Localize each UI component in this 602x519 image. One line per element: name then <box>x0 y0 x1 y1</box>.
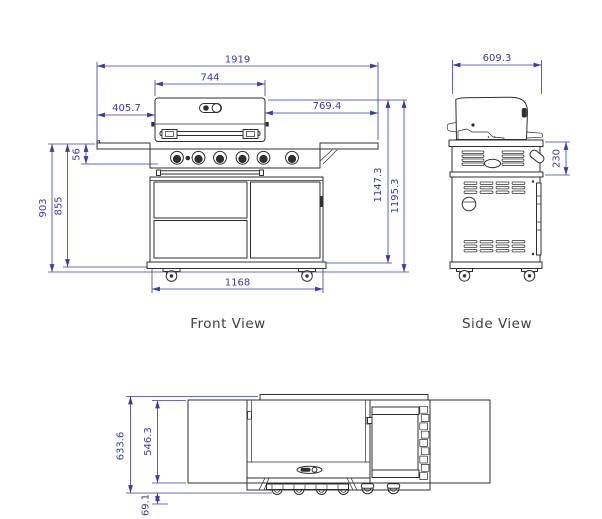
burner-knobs <box>170 150 299 165</box>
side-cabinet <box>449 176 543 269</box>
caster-left <box>162 268 181 282</box>
burner-knob <box>191 150 206 165</box>
top-knobs <box>271 483 401 495</box>
dim-overall-depth: 609.3 <box>452 53 542 68</box>
dim-overall-depth-label: 609.3 <box>483 53 512 64</box>
thermometer <box>199 103 222 113</box>
side-burner-knob <box>285 150 299 165</box>
dim-body-height-label: 1147.3 <box>373 168 384 203</box>
dim-cabinet-height-label: 855 <box>54 196 65 215</box>
dim-overall-width: 1919 <box>96 55 379 69</box>
top-hood-handle <box>296 465 323 474</box>
front-view-label: Front View <box>190 316 265 332</box>
side-firebox <box>449 146 545 178</box>
cabinet <box>146 176 327 269</box>
drawer-bottom <box>153 220 248 259</box>
dim-working-height-label: 903 <box>38 198 49 217</box>
side-view-label: Side View <box>462 316 532 332</box>
dim-cabinet-height: 855 <box>54 143 70 268</box>
side-hood-handle <box>446 122 457 133</box>
burner-knob <box>170 150 184 165</box>
hood-hinge-left <box>151 122 155 127</box>
cabinet-door <box>250 181 321 259</box>
dim-top-overall-depth: 633.6 <box>116 396 133 494</box>
top-knob <box>293 489 305 495</box>
dim-left-shelf-width-label: 405.7 <box>112 103 141 114</box>
top-knob <box>338 489 349 495</box>
dim-cart-width: 1168 <box>151 278 324 292</box>
side-hood-hinge-arm <box>526 131 544 139</box>
hood-hinge-right <box>265 122 269 127</box>
dim-top-body-depth-label: 546.3 <box>143 427 154 456</box>
dim-working-height: 903 <box>38 143 55 273</box>
side-knob <box>529 149 545 164</box>
burner-knob <box>213 150 227 165</box>
dim-right-section-width-label: 769.4 <box>313 101 342 112</box>
dim-firebox-height-label: 230 <box>552 149 563 168</box>
side-caster-front <box>456 268 473 282</box>
upper-vents <box>463 181 526 194</box>
dim-top-body-depth: 546.3 <box>143 400 160 484</box>
side-view: 609.3 230 Side View <box>446 53 570 332</box>
lower-vents <box>463 240 526 253</box>
grill-hood <box>151 97 269 142</box>
dim-top-overall-depth-label: 633.6 <box>116 432 127 461</box>
top-hood <box>246 399 371 479</box>
dim-cart-width-label: 1168 <box>225 278 250 289</box>
top-side-burner-knob <box>386 483 401 495</box>
drawer-top <box>153 181 248 219</box>
dim-shelf-lip-height-label: 56 <box>72 148 83 161</box>
hood-body <box>154 97 266 142</box>
right-shelf <box>319 142 379 150</box>
dim-body-height: 1147.3 <box>373 99 391 264</box>
dim-knob-protrusion-label: 69.1 <box>141 494 152 516</box>
hinge-pin <box>521 108 527 118</box>
base-frame <box>146 261 327 269</box>
front-view: 1919 744 405.7 769.4 56 903 <box>38 55 409 332</box>
firebox-vents <box>461 150 525 166</box>
dim-right-section-width: 769.4 <box>264 101 379 116</box>
door-hinge-strip <box>536 182 542 256</box>
firebox-oval-cutout <box>484 158 501 169</box>
top-knob <box>271 489 283 495</box>
right-shelf-bracket <box>319 149 338 165</box>
side-dimensions: 609.3 230 <box>452 53 570 176</box>
door-handle <box>319 196 324 207</box>
top-side-burner-knob <box>360 483 375 495</box>
burner-knob <box>256 150 271 165</box>
dim-overall-height: 1195.3 <box>390 99 407 273</box>
side-caster-rear <box>521 268 538 282</box>
burner-slat-column <box>419 405 430 480</box>
top-knob <box>316 489 327 495</box>
towel-bar <box>156 169 264 176</box>
dim-firebox-height: 230 <box>552 141 569 176</box>
side-hood-body <box>455 96 528 140</box>
dim-overall-height-label: 1195.3 <box>390 179 401 214</box>
dim-shelf-lip-height: 56 <box>72 143 89 165</box>
dim-left-shelf-width: 405.7 <box>96 103 156 118</box>
top-side-burner <box>367 405 430 480</box>
side-shelf-edge <box>448 139 544 147</box>
caster-right <box>298 268 316 282</box>
control-panel <box>149 148 321 169</box>
dim-knob-protrusion: 69.1 <box>141 492 160 516</box>
burner-knob <box>235 150 250 165</box>
igniter-button <box>185 155 191 161</box>
side-hood <box>446 96 544 140</box>
hood-back-edge <box>259 394 429 401</box>
top-dimensions: 633.6 546.3 69.1 <box>116 396 272 516</box>
left-shelf <box>96 142 151 150</box>
gas-port <box>461 196 477 212</box>
front-dimensions: 1919 744 405.7 769.4 56 903 <box>38 55 409 293</box>
dim-hood-width-label: 744 <box>200 73 219 84</box>
dim-hood-width: 744 <box>154 73 266 87</box>
top-view: 633.6 546.3 69.1 <box>116 394 491 516</box>
hood-handle <box>159 129 261 139</box>
dim-overall-width-label: 1919 <box>225 55 250 66</box>
